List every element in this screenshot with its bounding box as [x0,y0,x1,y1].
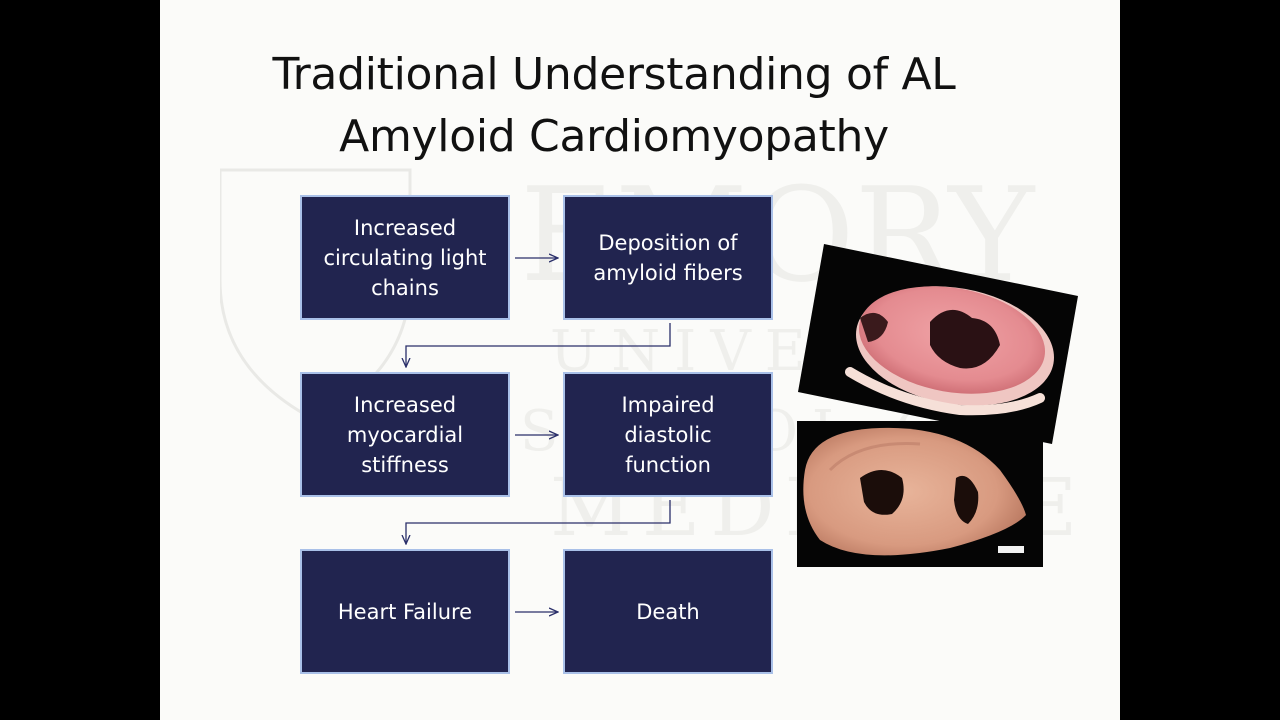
box-1-line-1: Increased [353,215,457,240]
box-5-line-1: Heart Failure [337,599,473,624]
box-2-line-1: Deposition of [598,230,738,255]
slide: EMORY UNIVERSITY SCHOOL OF MEDICINE Trad… [160,0,1120,720]
heart-cross-section-photo-top [798,244,1078,444]
flow-box-amyloid-deposition: Deposition of amyloid fibers [563,195,773,320]
box-6-line-1: Death [636,599,700,624]
title-line-1: Traditional Understanding of AL [272,49,956,100]
box-1-line-3: chains [371,275,439,300]
flow-box-diastolic-function: Impaired diastolic function [563,372,773,497]
box-4-line-1: Impaired [621,392,715,417]
heart-specimen-photos [797,244,1078,567]
box-3-line-3: stiffness [361,452,449,477]
box-4-line-2: diastolic [624,422,712,447]
flow-box-death: Death [563,549,773,674]
heart-cross-section-photo-bottom [797,421,1043,567]
flow-box-heart-failure: Heart Failure [300,549,510,674]
slide-title: Traditional Understanding of AL Amyloid … [160,44,1068,168]
flow-box-light-chains: Increased circulating light chains [300,195,510,320]
box-2-line-2: amyloid fibers [593,260,743,285]
box-1-line-2: circulating light [323,245,487,270]
box-4-line-3: function [625,452,711,477]
flow-box-myocardial-stiffness: Increased myocardial stiffness [300,372,510,497]
box-3-line-2: myocardial [346,422,464,447]
box-3-line-1: Increased [353,392,457,417]
title-line-2: Amyloid Cardiomyopathy [339,111,889,162]
